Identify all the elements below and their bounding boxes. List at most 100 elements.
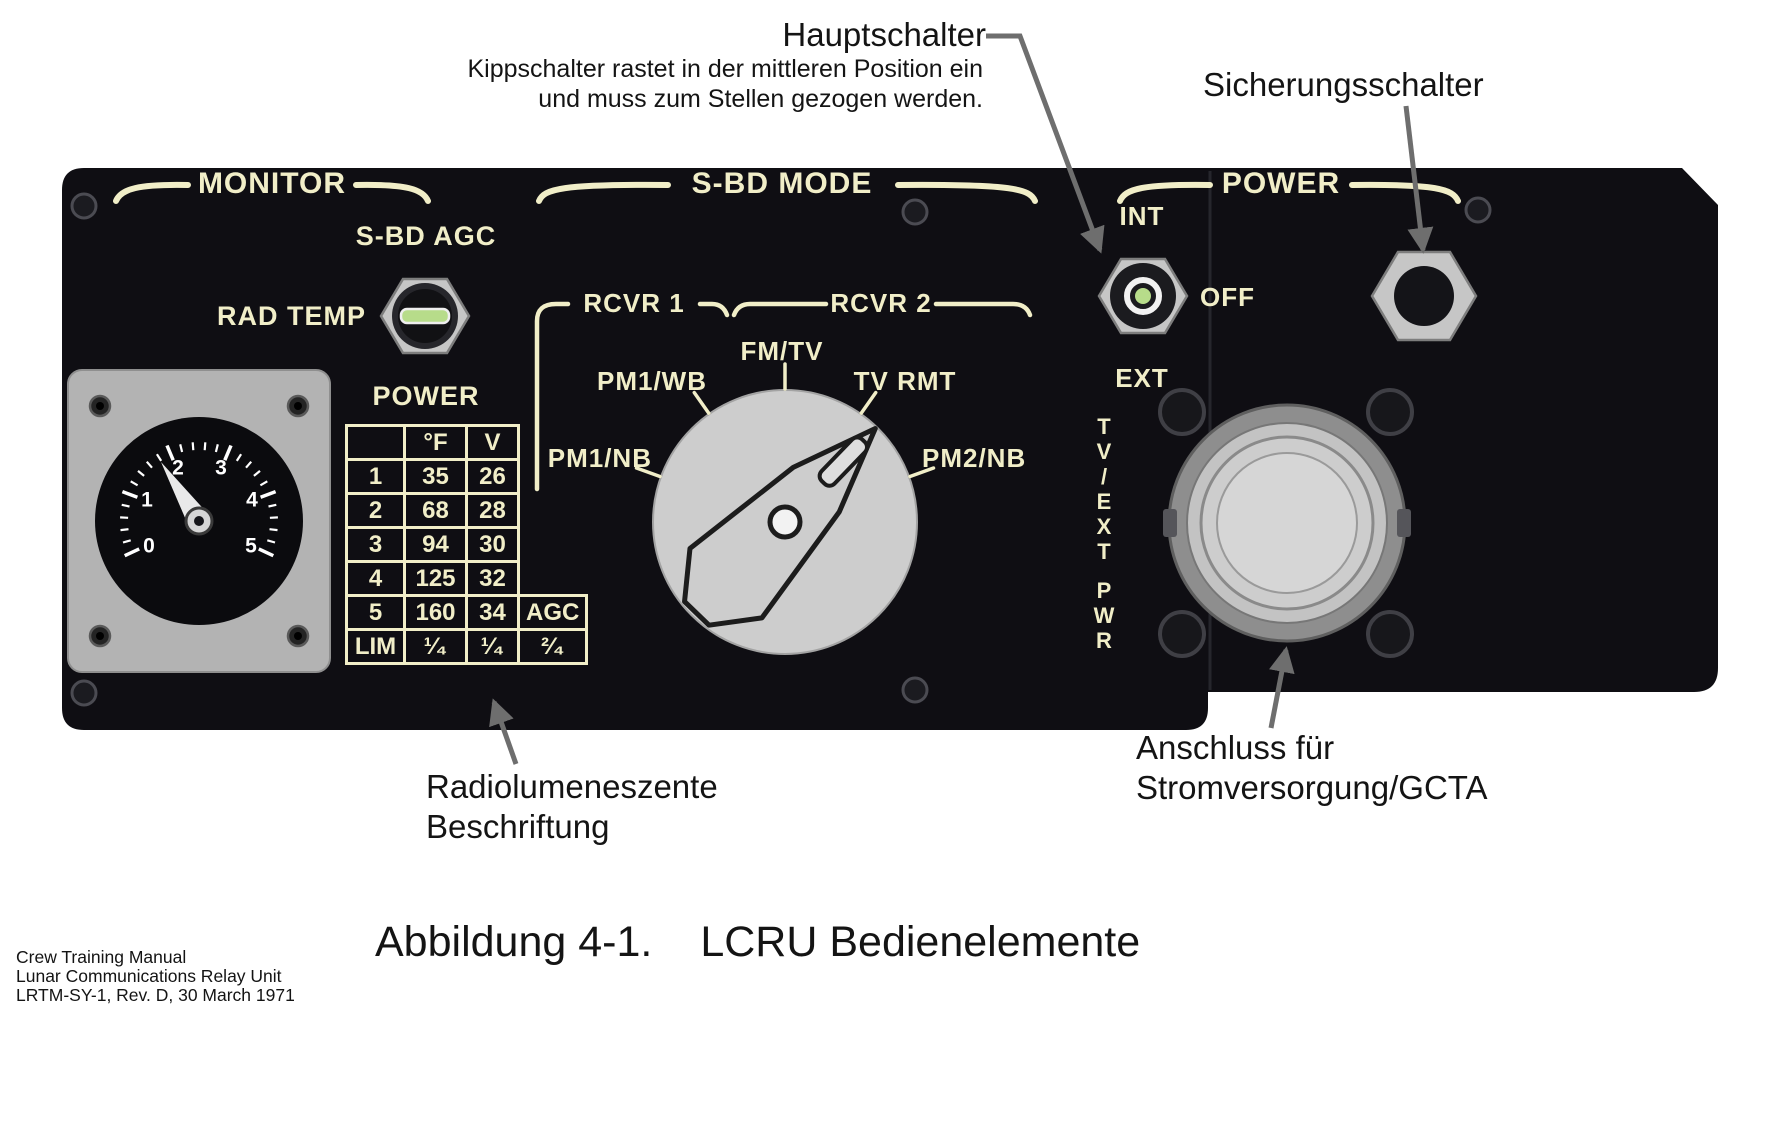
hauptschalter-note-line2: und muss zum Stellen gezogen werden. <box>538 85 983 113</box>
tv-ext-pwr-letter: T <box>1097 414 1111 439</box>
table-cell: 4 <box>345 560 406 597</box>
table-cell: 32 <box>465 560 520 597</box>
footer-line3: LRTM-SY-1, Rev. D, 30 March 1971 <box>16 985 295 1005</box>
table-cell: ¹⁄₄ <box>403 628 468 665</box>
table-row: 3 94 30 <box>345 526 587 563</box>
power-connector <box>1158 388 1414 658</box>
panel-screws <box>70 192 1492 707</box>
table-cell: ²⁄₄ <box>516 628 589 665</box>
table-cell-deg-f: °F <box>403 424 468 461</box>
table-cell: 125 <box>403 560 468 597</box>
table-cell: 1 <box>345 458 406 495</box>
leader-arrow-radioluminescent <box>489 698 519 765</box>
rad-temp-label: RAD TEMP <box>217 301 366 331</box>
radioluminescent-annotation: Radiolumeneszente Beschriftung <box>426 767 718 846</box>
position-pm2-nb: PM2/NB <box>922 443 1027 473</box>
table-row: 5 160 34 AGC <box>345 594 589 631</box>
power-header: POWER <box>1221 167 1341 200</box>
meter-scale-number: 2 <box>172 456 184 480</box>
rcvr1-label: RCVR 1 <box>583 288 685 318</box>
table-cell: 28 <box>465 492 520 529</box>
position-pm1-nb: PM1/NB <box>547 443 652 473</box>
meter-scale-number: 4 <box>246 488 258 512</box>
table-cell: 26 <box>465 458 520 495</box>
tv-ext-pwr-letter: R <box>1096 628 1112 653</box>
table-row: LIM ¹⁄₄ ¹⁄₄ ²⁄₄ <box>345 628 589 665</box>
ext-label: EXT <box>1115 363 1169 393</box>
table-row: 4 125 32 <box>345 560 587 597</box>
table-row: 2 68 28 <box>345 492 587 529</box>
monitor-meter <box>67 369 331 673</box>
anschluss-annotation: Anschluss für Stromversorgung/GCTA <box>1136 728 1488 807</box>
table-cell: 34 <box>465 594 520 631</box>
footer-line2: Lunar Communications Relay Unit <box>16 966 282 986</box>
position-pm1-wb: PM1/WB <box>597 366 707 396</box>
leader-arrow-hauptschalter <box>986 33 1105 254</box>
connector-screws <box>1158 388 1414 658</box>
document-footer: Crew Training Manual Lunar Communication… <box>16 948 295 1005</box>
radioluminescent-line2: Beschriftung <box>426 807 610 845</box>
table-cell-volts: V <box>465 424 520 461</box>
table-cell: ¹⁄₄ <box>465 628 520 665</box>
hauptschalter-note-line1: Kippschalter rastet in der mittleren Pos… <box>467 55 983 83</box>
hauptschalter-annotation: Hauptschalter <box>782 16 986 53</box>
table-cell: 2 <box>345 492 406 529</box>
tv-ext-pwr-letter: P <box>1096 578 1112 603</box>
tv-ext-pwr-label: T V / E X T P W R <box>1089 414 1119 653</box>
meter-scale-number: 0 <box>143 534 155 558</box>
figure-caption: Abbildung 4-1. LCRU Bedienelemente <box>375 918 1140 967</box>
rotary-knob-pointer <box>682 425 878 628</box>
power-toggle-switch <box>1097 257 1189 335</box>
meter-scale-number: 3 <box>215 456 227 480</box>
switch-slot <box>399 307 451 325</box>
anschluss-line1: Anschluss für <box>1136 729 1335 766</box>
figure-title: LCRU Bedienelemente <box>700 918 1141 966</box>
tv-ext-pwr-letter: W <box>1093 603 1115 628</box>
header-flourishes <box>113 181 1461 204</box>
monitor-select-switch <box>379 277 471 355</box>
tv-ext-pwr-letter: / <box>1100 464 1108 489</box>
table-cell: 5 <box>345 594 406 631</box>
radioluminescent-line1: Radiolumeneszente <box>426 768 718 805</box>
leader-arrow-anschluss <box>1268 646 1295 729</box>
meter-scale-number: 1 <box>141 488 153 512</box>
tv-ext-pwr-letter: V <box>1096 439 1112 464</box>
meter-tick-marks <box>120 442 278 558</box>
position-tv-rmt: TV RMT <box>853 366 957 396</box>
sbd-mode-header: S-BD MODE <box>691 167 873 200</box>
table-cell: 68 <box>403 492 468 529</box>
rcvr-brackets <box>534 301 1033 492</box>
rcvr2-label: RCVR 2 <box>830 288 932 318</box>
off-label: OFF <box>1200 282 1255 312</box>
table-cell <box>345 424 406 461</box>
table-cell: 3 <box>345 526 406 563</box>
tv-ext-pwr-letter: E <box>1096 489 1112 514</box>
sicherungsschalter-annotation: Sicherungsschalter <box>1203 66 1484 103</box>
figure-number: Abbildung 4-1. <box>375 918 653 966</box>
table-cell: 30 <box>465 526 520 563</box>
leader-arrow-sicherungsschalter <box>1403 105 1434 254</box>
anschluss-line2: Stromversorgung/GCTA <box>1136 768 1488 806</box>
rotary-position-ticks <box>634 362 936 479</box>
table-header-row: °F V <box>345 424 587 461</box>
table-cell-lim: LIM <box>345 628 406 665</box>
int-label: INT <box>1119 201 1165 231</box>
tv-ext-pwr-letter: T <box>1097 539 1111 564</box>
table-row: 1 35 26 <box>345 458 587 495</box>
sbd-mode-rotary-switch <box>634 362 936 655</box>
hauptschalter-note: Kippschalter rastet in der mittleren Pos… <box>467 54 983 114</box>
table-cell: 94 <box>403 526 468 563</box>
monitor-power-label: POWER <box>372 381 480 411</box>
table-cell-agc: AGC <box>516 594 589 631</box>
meter-scale-number: 5 <box>245 534 257 558</box>
monitor-header: MONITOR <box>197 167 347 200</box>
circuit-breaker <box>1370 250 1478 342</box>
footer-line1: Crew Training Manual <box>16 947 187 967</box>
radioluminescent-table: °F V 1 35 26 2 68 28 3 94 30 <box>345 424 589 665</box>
sbd-agc-label: S-BD AGC <box>355 221 497 251</box>
table-cell: 160 <box>403 594 468 631</box>
table-cell: 35 <box>403 458 468 495</box>
tv-ext-pwr-letter: X <box>1096 514 1112 539</box>
